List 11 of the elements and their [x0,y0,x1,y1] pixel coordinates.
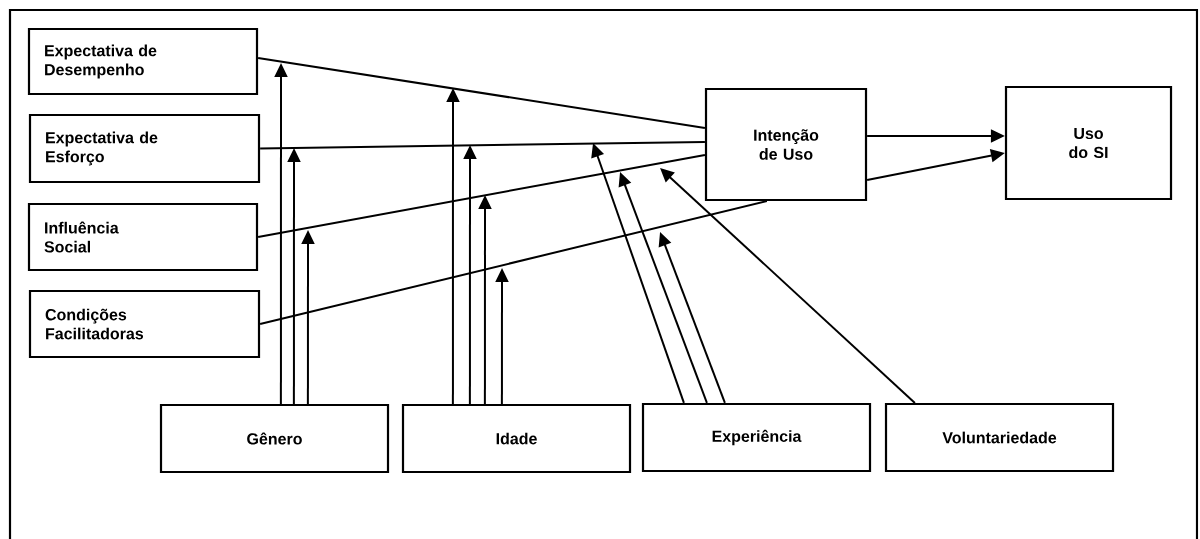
box: Expectativa de Desempenho [27,27,259,96]
arrow [660,168,916,404]
box: Influência Social [27,202,259,272]
box: Intenção de Uso [704,87,868,202]
box: Expectativa de Esforço [28,113,261,184]
box: Gênero [159,403,390,474]
box: Experiência [641,402,872,473]
box: Voluntariedade [884,402,1115,473]
box: Uso do SI [1004,85,1173,201]
box: Condições Facilitadoras [28,289,261,359]
box: Idade [401,403,632,474]
